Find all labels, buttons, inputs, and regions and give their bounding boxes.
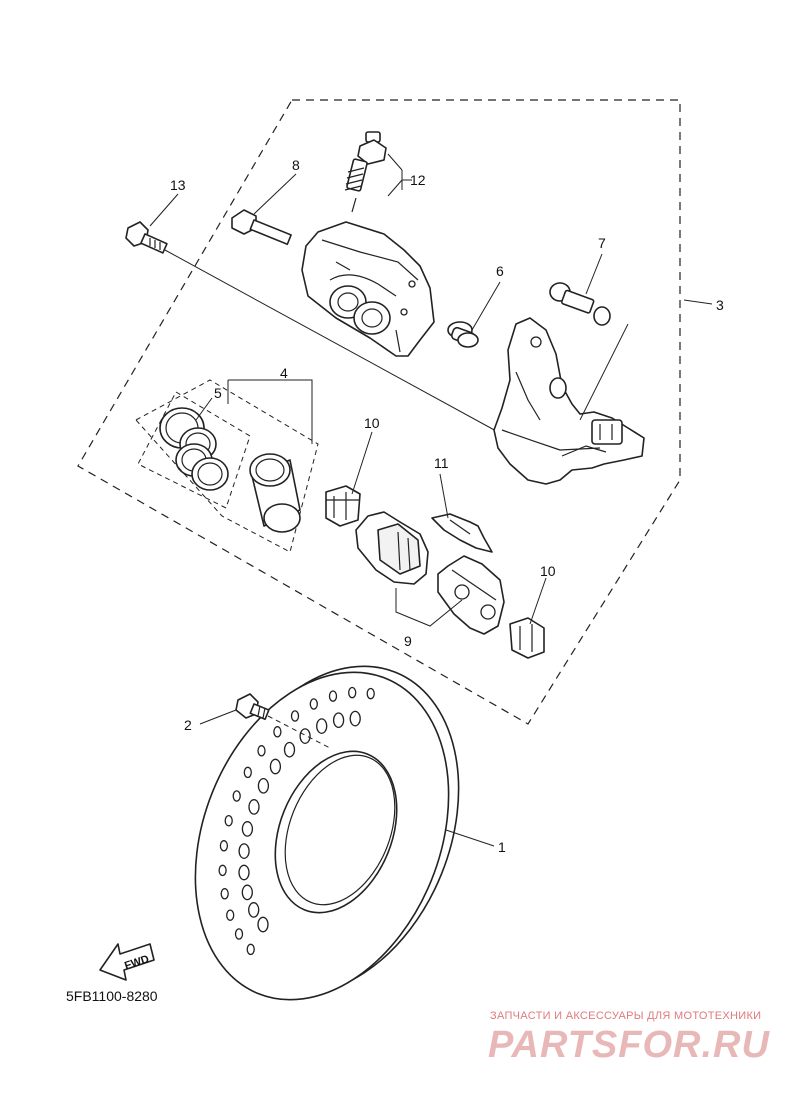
disc-hole (328, 690, 338, 702)
callout-2: 2 (184, 717, 192, 733)
disc-hole (257, 916, 269, 933)
watermark-tagline: ЗАПЧАСТИ И АКСЕССУАРЫ ДЛЯ МОТОТЕХНИКИ (490, 1010, 762, 1022)
seal-kit-5-boundary (137, 391, 251, 509)
caliper-bracket (493, 317, 645, 485)
callout-1: 1 (498, 839, 506, 855)
disc-hole (366, 687, 375, 700)
pad-support-10-right (509, 617, 545, 659)
disc-hole (290, 710, 300, 722)
callout-3: 3 (716, 297, 724, 313)
callout-4: 4 (280, 365, 288, 381)
disc-hole (220, 888, 229, 900)
disc-hole (218, 864, 227, 877)
disc-hole (273, 726, 282, 738)
disc-hole (309, 698, 318, 710)
disc-hole (219, 840, 229, 852)
watermark-brand: PARTSFOR.RU (488, 1024, 770, 1066)
disc-hole (299, 728, 311, 744)
caliper-body (301, 221, 435, 357)
disc-holes (218, 686, 375, 956)
disc-hole (238, 843, 250, 859)
callout-12: 12 (410, 172, 426, 188)
callout-11: 11 (434, 455, 449, 471)
fwd-arrow-icon: FWD (99, 943, 155, 981)
piston-kit-4-boundary (135, 379, 319, 553)
pin-bolt-7 (549, 282, 611, 326)
assembly-axis-line (164, 249, 499, 433)
disc-hole (232, 790, 241, 802)
bolt-13 (125, 221, 168, 254)
disc-hole (248, 799, 260, 815)
callout-10-right: 10 (540, 563, 556, 579)
disc-hole (257, 777, 270, 794)
piston-4 (249, 453, 301, 533)
disc-hole (257, 745, 266, 757)
disc-hole (224, 814, 233, 827)
disc-hole (241, 884, 253, 901)
callout-6: 6 (496, 263, 504, 279)
brake-disc-1 (194, 665, 460, 1001)
disc-hole (241, 821, 254, 837)
disc-hole (248, 902, 260, 918)
leader-lines (149, 153, 713, 847)
callout-9: 9 (404, 633, 412, 649)
bleed-screw-12 (344, 131, 387, 213)
disc-hole (234, 928, 244, 940)
dust-seal-6 (447, 321, 479, 348)
callout-7: 7 (598, 235, 606, 251)
brake-pad-inner (355, 511, 429, 585)
disc-hole (246, 943, 255, 956)
disc-hole (283, 741, 296, 758)
callout-8: 8 (292, 157, 300, 173)
callout-10-left: 10 (364, 415, 380, 431)
pad-spring-11 (431, 513, 493, 553)
disc-hole (243, 766, 252, 779)
disc-hole (332, 712, 345, 729)
disc-hole (349, 710, 361, 727)
disc-hole (269, 758, 282, 775)
disc-hole (316, 718, 328, 734)
disc-bolt-2 (235, 693, 331, 749)
seal-kit-5 (159, 407, 229, 491)
pad-support-10-left (325, 485, 361, 527)
disc-hole (348, 686, 357, 699)
callout-5: 5 (214, 385, 222, 401)
brake-pad-outer (437, 555, 505, 635)
pin-bolt-8 (231, 209, 292, 246)
disc-hole (238, 864, 250, 881)
callout-labels: 13 8 12 7 6 3 4 5 10 11 10 9 2 1 (170, 157, 724, 855)
disc-hole (226, 909, 235, 921)
part-code: 5FB1100-8280 (66, 988, 158, 1004)
caliper-assembly-boundary (77, 99, 681, 725)
callout-13: 13 (170, 177, 186, 193)
